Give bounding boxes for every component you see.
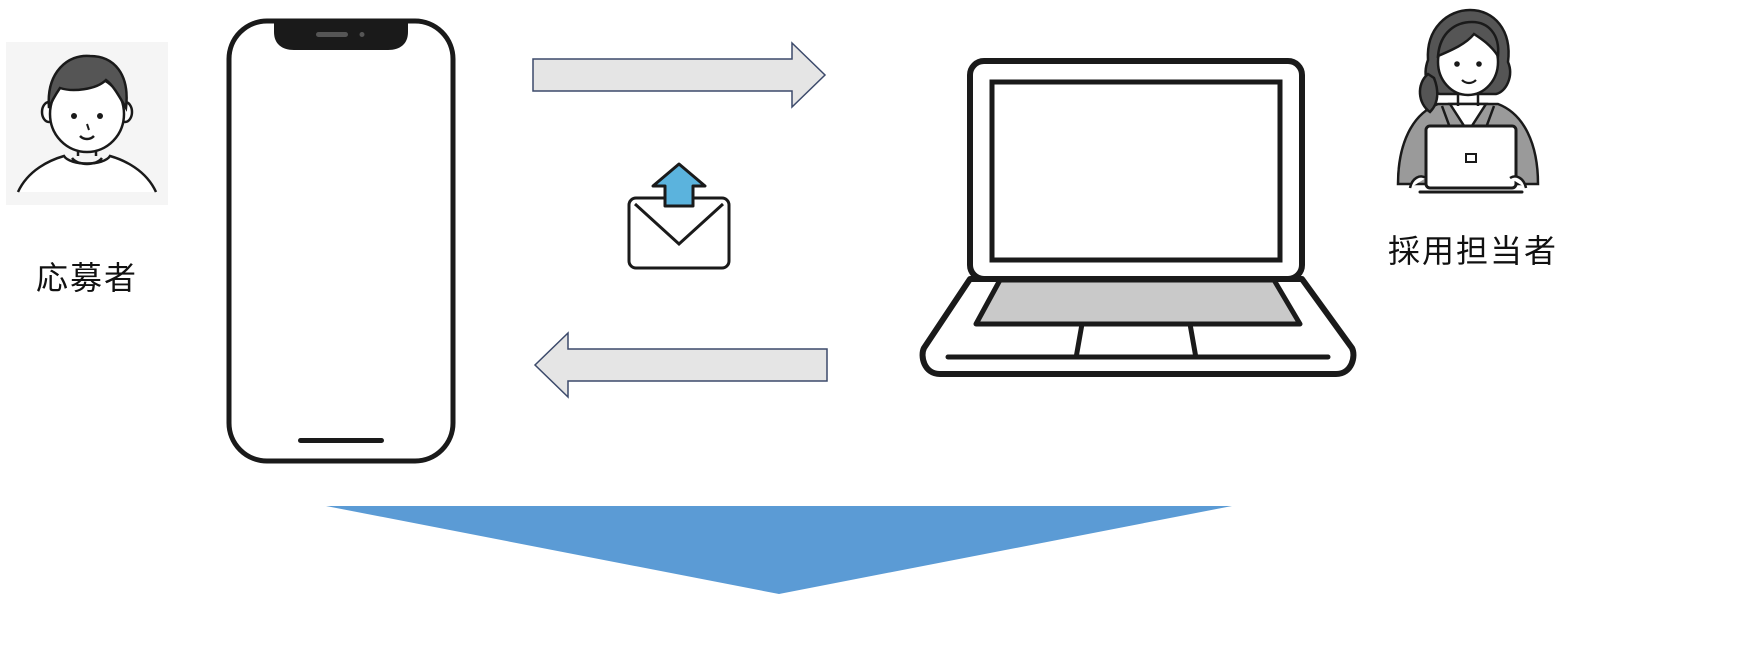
smartphone bbox=[226, 18, 456, 464]
result-arrow bbox=[326, 506, 1232, 594]
applicant-avatar bbox=[6, 42, 168, 205]
arrow-left-icon bbox=[532, 332, 828, 398]
recruiter-person-icon bbox=[1390, 4, 1546, 200]
smartphone-icon bbox=[226, 18, 456, 464]
mail-upload bbox=[626, 162, 732, 270]
send-arrow bbox=[532, 42, 828, 108]
applicant-person-icon bbox=[6, 42, 168, 205]
laptop bbox=[918, 58, 1358, 380]
reply-arrow bbox=[532, 332, 828, 398]
down-arrow-icon bbox=[326, 506, 1232, 594]
mail-upload-icon bbox=[626, 162, 732, 270]
recruiter-avatar bbox=[1390, 4, 1546, 200]
recruiter-label: 採用担当者 bbox=[1388, 226, 1558, 272]
laptop-icon bbox=[918, 58, 1358, 380]
applicant-label: 応募者 bbox=[36, 253, 138, 299]
arrow-right-icon bbox=[532, 42, 828, 108]
